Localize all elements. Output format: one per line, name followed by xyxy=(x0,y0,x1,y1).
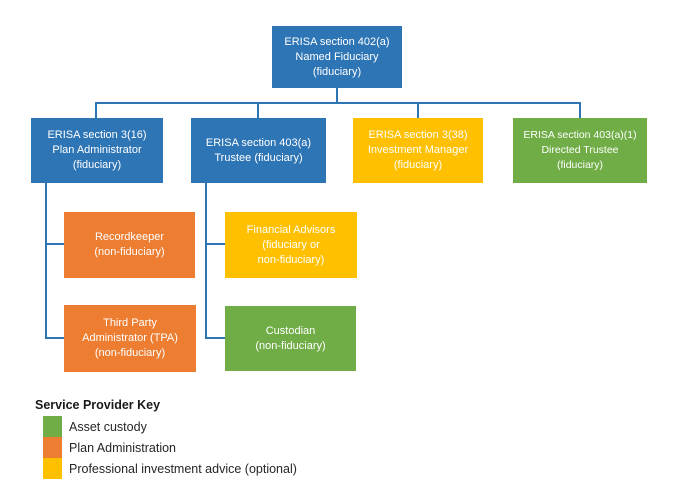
org-node-investment-manager-label: ERISA section 3(38) Investment Manager (… xyxy=(367,129,469,171)
org-node-custodian-label: Custodian (non-fiduciary) xyxy=(255,324,326,352)
legend-item-label: Asset custody xyxy=(69,419,147,434)
org-node-directed-trustee-label: ERISA section 403(a)(1) Directed Trustee… xyxy=(523,129,637,171)
connector-stub-tpa xyxy=(45,337,64,339)
org-node-plan-administrator: ERISA section 3(16) Plan Administrator (… xyxy=(31,118,163,183)
legend-item-label: Plan Administration xyxy=(69,440,177,455)
legend-item-asset-custody: Asset custody xyxy=(35,416,297,437)
org-node-custodian: Custodian (non-fiduciary) xyxy=(225,306,356,371)
org-node-tpa: Third Party Administrator (TPA) (non-fid… xyxy=(64,305,196,372)
legend-title: Service Provider Key xyxy=(35,398,161,412)
org-node-trustee: ERISA section 403(a) Trustee (fiduciary) xyxy=(191,118,326,183)
connector-descender-plan-administrator xyxy=(45,183,47,339)
connector-descender-trustee xyxy=(205,183,207,339)
org-node-trustee-label: ERISA section 403(a) Trustee (fiduciary) xyxy=(205,136,312,164)
connector-stub-financial-advisors xyxy=(205,243,225,245)
connector-stub-investment-manager xyxy=(417,102,419,118)
org-node-financial-advisors-label: Financial Advisors (fiduciary or non-fid… xyxy=(246,223,336,266)
connector-root-stub xyxy=(336,88,338,103)
connector-stub-trustee xyxy=(257,102,259,118)
connector-stub-recordkeeper xyxy=(45,243,64,245)
org-node-named-fiduciary-label: ERISA section 402(a) Named Fiduciary (fi… xyxy=(284,35,390,78)
professional-investment-advice-swatch xyxy=(43,458,62,479)
org-node-financial-advisors: Financial Advisors (fiduciary or non-fid… xyxy=(225,212,357,278)
connector-stub-custodian xyxy=(205,337,225,339)
org-node-recordkeeper-label: Recordkeeper (non-fiduciary) xyxy=(94,231,165,258)
plan-administration-swatch xyxy=(43,437,62,458)
org-node-plan-administrator-label: ERISA section 3(16) Plan Administrator (… xyxy=(47,129,147,171)
org-node-directed-trustee: ERISA section 403(a)(1) Directed Trustee… xyxy=(513,118,647,183)
service-provider-key-legend: Service Provider Key Asset custody Plan … xyxy=(35,398,297,479)
org-node-recordkeeper: Recordkeeper (non-fiduciary) xyxy=(64,212,195,278)
org-node-investment-manager: ERISA section 3(38) Investment Manager (… xyxy=(353,118,483,183)
legend-item-professional-investment-advice: Professional investment advice (optional… xyxy=(35,458,297,479)
legend-item-label: Professional investment advice (optional… xyxy=(69,461,297,476)
org-node-tpa-label: Third Party Administrator (TPA) (non-fid… xyxy=(82,317,178,359)
asset-custody-swatch xyxy=(43,416,62,437)
connector-row2-horizontal xyxy=(95,102,581,104)
connector-stub-directed-trustee xyxy=(579,102,581,118)
legend-item-plan-administration: Plan Administration xyxy=(35,437,297,458)
org-node-named-fiduciary: ERISA section 402(a) Named Fiduciary (fi… xyxy=(272,26,402,88)
connector-stub-plan-administrator xyxy=(95,102,97,118)
